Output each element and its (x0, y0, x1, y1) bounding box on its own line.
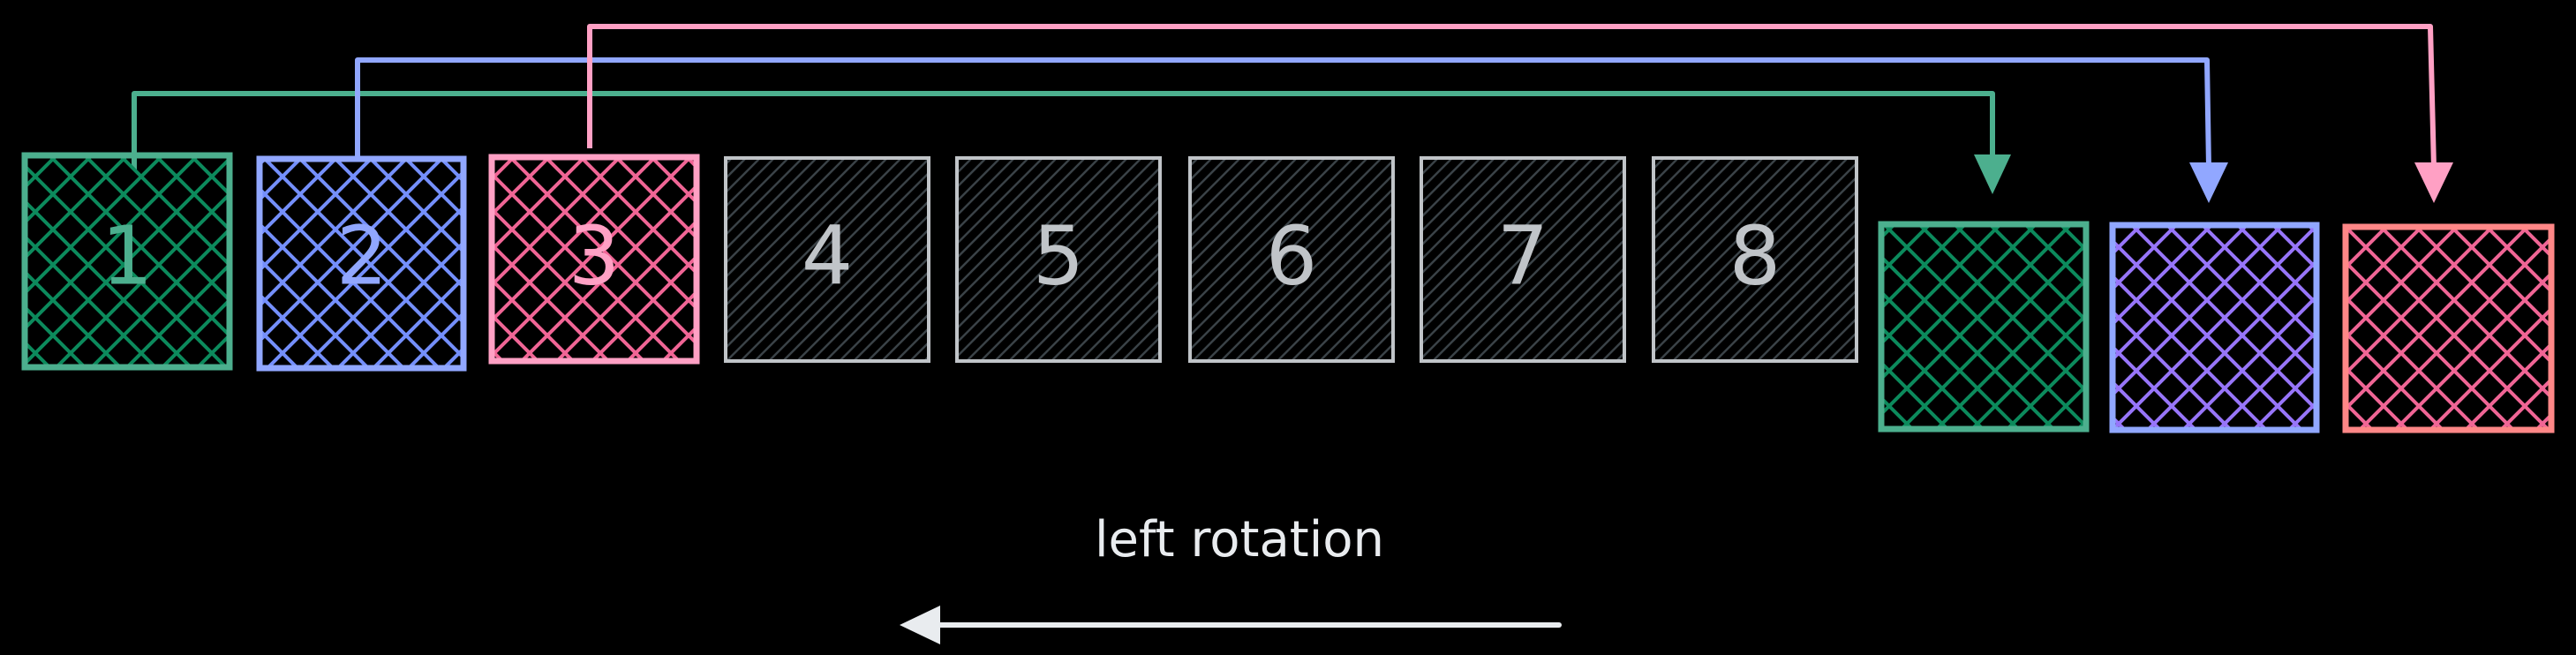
connector-pink (587, 24, 2453, 203)
connector-green (132, 91, 2011, 194)
cell-2: 2 (256, 155, 467, 372)
cell-label: 4 (802, 209, 854, 304)
target-cell-pink (2342, 223, 2555, 433)
cell-6: 6 (1188, 156, 1395, 363)
cell-1: 1 (21, 152, 233, 371)
cell-label: 5 (1033, 209, 1085, 304)
connector-blue (355, 57, 2228, 203)
target-cell-blue (2109, 222, 2320, 433)
cell-4: 4 (724, 156, 930, 363)
target-cell-green (1878, 221, 2090, 433)
arrowhead-down-icon (2189, 162, 2228, 203)
cell-label: 2 (336, 209, 388, 304)
cell-3: 3 (488, 154, 700, 365)
cell-label: 7 (1497, 209, 1549, 304)
cell-label: 3 (569, 209, 621, 304)
cell-label: 8 (1729, 209, 1781, 304)
caption-left-rotation: left rotation (1095, 511, 1384, 568)
arrowhead-down-icon (2414, 162, 2453, 203)
cell-7: 7 (1420, 156, 1626, 363)
cell-label: 1 (102, 209, 154, 304)
cell-5: 5 (955, 156, 1162, 363)
cell-8: 8 (1652, 156, 1858, 363)
arrowhead-down-icon (1974, 154, 2011, 194)
left-arrow-icon (900, 606, 1562, 644)
cell-label: 6 (1266, 209, 1318, 304)
